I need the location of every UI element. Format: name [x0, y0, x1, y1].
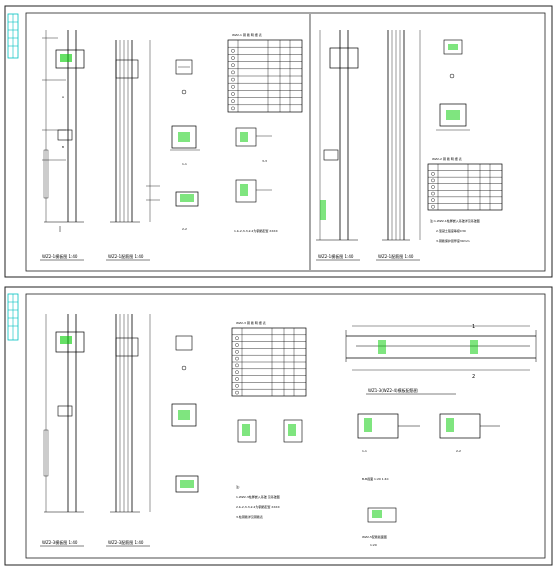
rebar-table-1: WZ2-1 钢 筋 明 细 表	[227, 32, 303, 113]
small-title: B-B截面 1:20 1:4C	[362, 476, 389, 481]
sheet2-section-details	[171, 335, 303, 493]
table-row-marker	[431, 172, 435, 176]
table-row-marker	[235, 370, 239, 375]
table-row-marker	[235, 343, 239, 347]
table-row-marker	[235, 363, 239, 368]
sec-11-label: 1-1	[182, 162, 187, 166]
table-row-marker	[235, 390, 239, 395]
beam-title: WZ1-3(WZ2-4)模板配筋图	[368, 387, 418, 393]
table-row-marker	[231, 106, 235, 111]
section-details-2	[436, 39, 470, 131]
sheet2-column-1: WZ2-3模板图 1:40	[40, 314, 85, 547]
table-row-marker	[235, 377, 239, 381]
column-2-elevation: WZ2-1配筋图 1:40	[106, 40, 160, 261]
s2-note4: 3.柱钢筋详见钢筋表	[236, 514, 263, 519]
s2-note3: 2.b-2,3-3,2-2为钢筋配置 XXXX	[236, 504, 280, 509]
table-row-marker	[231, 99, 235, 103]
column-1-elevation: A B WZ2-1模板图 1:40	[40, 30, 85, 261]
bottom-title: WZ2-5配筋截面图	[362, 534, 387, 539]
sheet1-note3: 3.钢筋保护层厚度30mm	[436, 238, 470, 243]
sheet-1: A B WZ2-1模板图 1:40 WZ2-1配筋图 1:40	[4, 5, 553, 278]
beam-elevation: 1 2 WZ1-3(WZ2-4)模板配筋图	[345, 324, 537, 395]
detail-2-label: 2-2	[456, 449, 461, 453]
table-row-marker	[431, 204, 435, 209]
beam-sections: 1-1 2-2 B-B截面 1:20 1:4C	[357, 413, 500, 481]
col3-title: WZ2-1模板图 1:40	[318, 253, 354, 259]
sheet-1-notes: 注:1.WZ2-1柱脚嵌入基础详见基础图 2.混凝土强度等级C30 3.钢筋保护…	[430, 218, 480, 243]
table-row-marker	[235, 383, 239, 388]
sheet-1-frame	[4, 5, 553, 278]
table-row-marker	[431, 185, 435, 189]
table-row-marker	[431, 178, 435, 183]
rebar-table-2: WZ2-2 钢 筋 明 细 表	[427, 156, 503, 211]
col1-title: WZ2-1模板图 1:40	[42, 253, 78, 259]
bottom-scale: 1:20	[370, 543, 377, 547]
table-row-marker	[231, 92, 235, 96]
sheet-2-notes: 注: 1.WZ2-3柱脚嵌入基础 见基础图 2.b-2,3-3,2-2为钢筋配置…	[236, 484, 280, 519]
sheet1-note1: 注:1.WZ2-1柱脚嵌入基础详见基础图	[430, 218, 480, 223]
table-row-marker	[431, 191, 435, 196]
sec-33-label: 3-3	[262, 159, 267, 163]
table-row-marker	[231, 56, 235, 60]
detail-1-label: 1-1	[362, 449, 367, 453]
s2-note2: 1.WZ2-3柱脚嵌入基础 见基础图	[236, 494, 280, 499]
sheet1-note2: 2.混凝土强度等级C30	[436, 228, 466, 233]
table-row-marker	[235, 349, 239, 354]
bottom-section: WZ2-5配筋截面图 1:20	[362, 507, 397, 547]
table-row-marker	[231, 77, 235, 82]
section-a-label: A	[62, 95, 65, 99]
section-details-1: 1-1 2-2	[170, 59, 200, 231]
sheet-2-inner-frame	[25, 293, 546, 559]
sec-22-label: 2-2	[182, 227, 187, 231]
s2-col1-title: WZ2-3模板图 1:40	[42, 539, 78, 545]
sheet-2-frame	[4, 286, 553, 566]
table2-title: WZ2-2 钢 筋 明 细 表	[432, 156, 462, 161]
column-3-elevation: WZ2-1模板图 1:40	[316, 30, 360, 261]
table1-title: WZ2-1 钢 筋 明 细 表	[232, 32, 262, 37]
sheet1-note4: 1.b-2,3-3,2-2为钢筋配置 XXXX	[234, 228, 278, 233]
col4-title: WZ2-1配筋图 1:40	[378, 253, 414, 259]
section-b-label: B	[62, 145, 64, 149]
table-row-marker	[431, 198, 435, 202]
table-row-marker	[231, 70, 235, 75]
table-row-marker	[235, 356, 239, 361]
sheet2-column-2: WZ2-3配筋图 1:40	[106, 314, 151, 547]
table-row-marker	[235, 336, 239, 341]
column-4-elevation: WZ2-1配筋图 1:40	[376, 30, 421, 261]
rebar-table-3: WZ2-3 钢 筋 明 细 表	[231, 320, 307, 397]
sheet-1-inner-frame	[25, 12, 546, 272]
s2-note1: 注:	[236, 484, 240, 489]
table-row-marker	[231, 63, 235, 67]
s2-col2-title: WZ2-3配筋图 1:40	[108, 539, 144, 545]
beam-mark-1: 1	[472, 324, 475, 330]
table3-title: WZ2-3 钢 筋 明 细 表	[236, 320, 266, 325]
table-row-marker	[231, 49, 235, 53]
bracket-details-1: 3-3 1.b-2,3-3,2-2为钢筋配置 XXXX	[234, 127, 278, 233]
table-row-marker	[231, 85, 235, 89]
beam-mark-2: 2	[472, 374, 475, 380]
col2-title: WZ2-1配筋图 1:40	[108, 253, 144, 259]
sheet-2: WZ2-3模板图 1:40 WZ2-3配筋图 1:40	[4, 286, 553, 566]
